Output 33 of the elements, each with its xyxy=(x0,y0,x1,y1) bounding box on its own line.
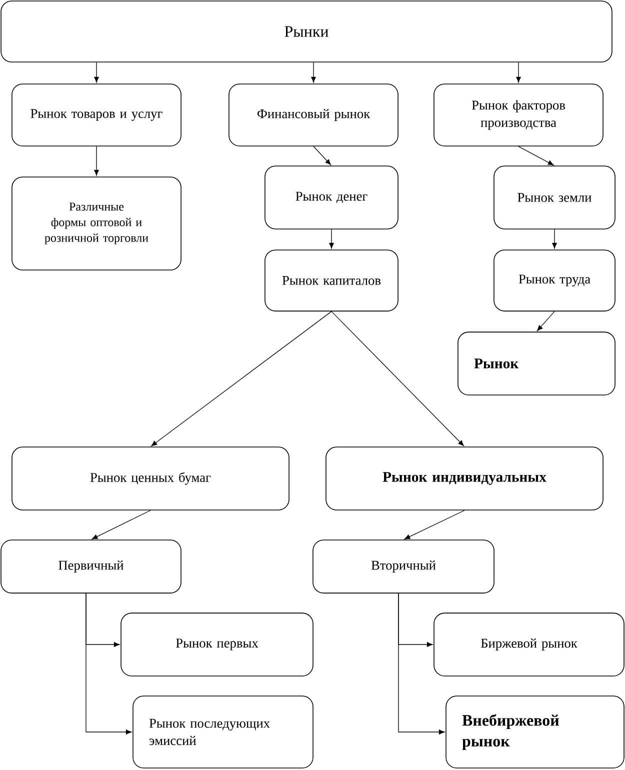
arrow xyxy=(94,146,99,176)
arrow xyxy=(516,62,521,83)
arrow xyxy=(151,311,332,446)
process-box: Рынок земли xyxy=(494,166,616,230)
process-box: Рынок труда xyxy=(494,250,616,312)
arrow xyxy=(404,510,465,540)
process-box: Финансовый рынок xyxy=(228,84,398,146)
process-box: Первичный xyxy=(0,540,182,594)
process-box: Внебиржевой рынок xyxy=(446,696,624,768)
process-box: Различные формы оптовой и розничной торговли xyxy=(12,176,182,270)
arrow xyxy=(398,593,445,734)
arrow xyxy=(329,229,334,249)
process-box: Рынок факторов производства xyxy=(434,84,604,146)
process-box: Биржевой рынок xyxy=(434,612,624,676)
process-box: Рынок индивидуальных xyxy=(326,446,604,510)
arrow xyxy=(537,311,555,331)
process-box: Рынок xyxy=(458,332,616,396)
arrow xyxy=(92,510,151,540)
arrow xyxy=(311,62,316,83)
process-box: Вторичный xyxy=(312,540,494,594)
process-box: Рынок ценных бумаг xyxy=(12,446,290,510)
arrow xyxy=(86,593,132,734)
arrow xyxy=(94,62,99,83)
arrow xyxy=(331,311,464,446)
process-box: Рынок последующих эмиссий xyxy=(132,696,314,768)
process-box: Рынок денег xyxy=(264,166,398,230)
process-box: Рынки xyxy=(0,0,612,62)
process-box: Рынок товаров и услуг xyxy=(12,84,182,146)
process-box: Рынок первых xyxy=(120,612,314,676)
arrow xyxy=(552,229,557,249)
arrow xyxy=(313,146,331,166)
arrow xyxy=(518,146,554,166)
process-box: Рынок капиталов xyxy=(264,250,398,312)
